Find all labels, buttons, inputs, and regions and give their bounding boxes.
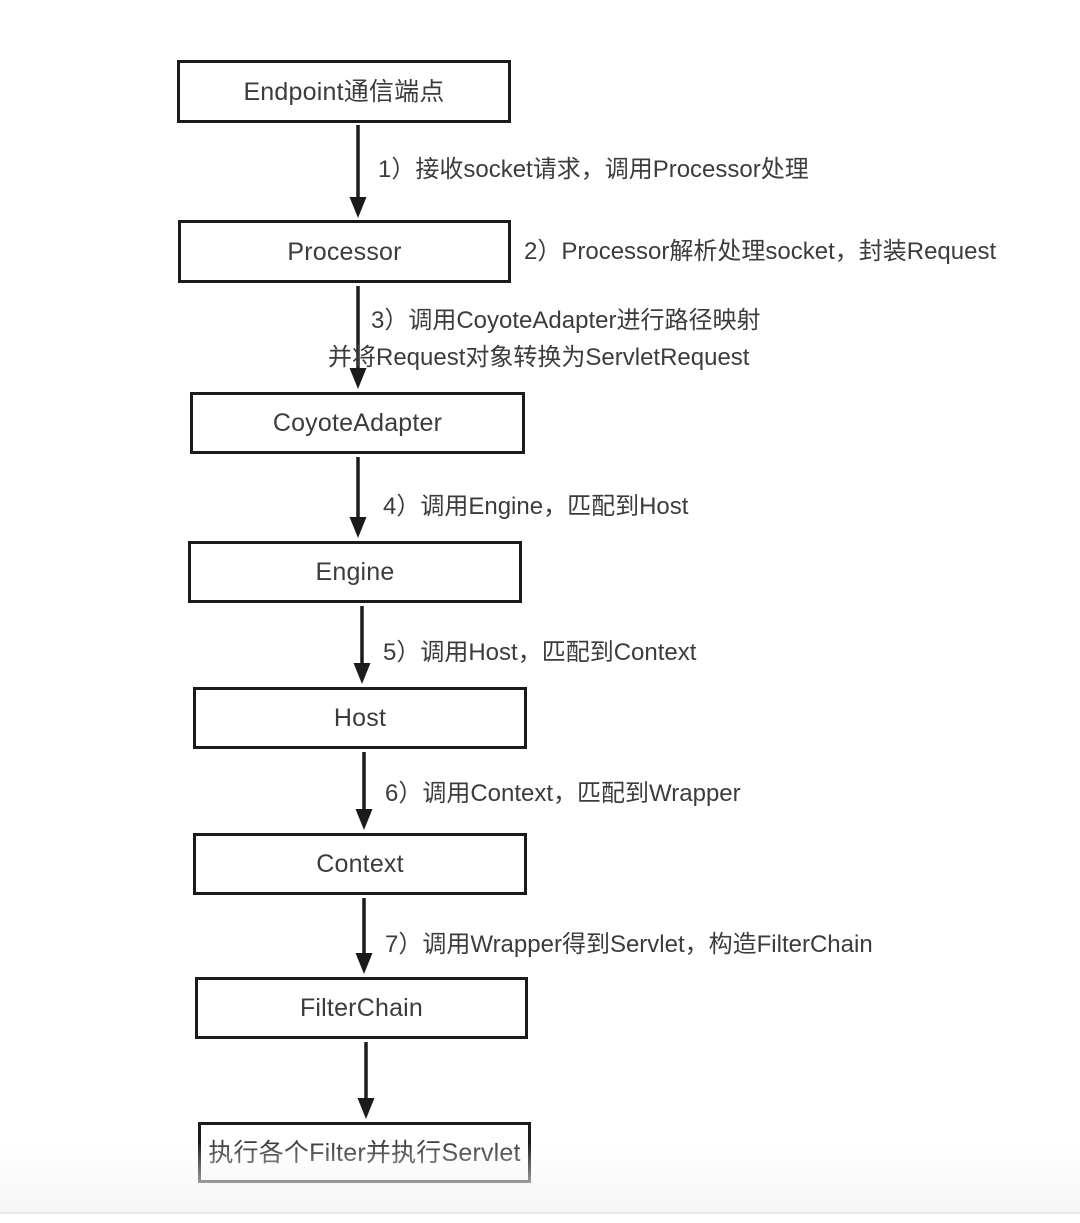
- node-coyoteadapter: CoyoteAdapter: [190, 392, 525, 454]
- arrow-coyoteadapter-to-engine: [345, 457, 371, 539]
- node-label-execute-filters: 执行各个Filter并执行Servlet: [208, 1138, 521, 1167]
- page-bottom-separator: [0, 1212, 1080, 1214]
- edge-label-step-3-line-1: 3）调用CoyoteAdapter进行路径映射: [371, 307, 761, 334]
- arrow-context-to-filterchain: [351, 898, 377, 975]
- node-label-coyoteadapter: CoyoteAdapter: [272, 409, 443, 437]
- edge-label-step-7: 7）调用Wrapper得到Servlet，构造FilterChain: [385, 927, 873, 963]
- edge-label-step-7-line-1: 7）调用Wrapper得到Servlet，构造FilterChain: [385, 931, 873, 958]
- node-execute-filters: 执行各个Filter并执行Servlet: [198, 1122, 531, 1183]
- arrow-processor-to-coyoteadapter: [345, 286, 371, 390]
- node-label-engine: Engine: [315, 558, 395, 586]
- node-engine: Engine: [188, 541, 522, 603]
- node-label-context: Context: [316, 850, 404, 878]
- arrow-engine-to-host: [349, 606, 375, 685]
- edge-label-step-4-line-1: 4）调用Engine，匹配到Host: [383, 493, 689, 520]
- side-note-step-2: 2）Processor解析处理socket，封装Request: [524, 234, 996, 270]
- edge-label-step-5-line-1: 5）调用Host，匹配到Context: [383, 639, 697, 666]
- node-processor: Processor: [178, 220, 511, 283]
- node-label-filterchain: FilterChain: [299, 994, 424, 1022]
- node-endpoint: Endpoint通信端点: [177, 60, 511, 123]
- node-filterchain: FilterChain: [195, 977, 528, 1039]
- arrow-filterchain-to-execute-filters: [353, 1042, 379, 1120]
- node-host: Host: [193, 687, 527, 749]
- node-label-processor: Processor: [287, 237, 402, 266]
- edge-label-step-1-line-1: 1）接收socket请求，调用Processor处理: [378, 156, 809, 183]
- edge-label-step-3-line-2: 并将Request对象转换为ServletRequest: [328, 344, 750, 371]
- edge-label-step-4: 4）调用Engine，匹配到Host: [383, 489, 688, 525]
- node-context: Context: [193, 833, 527, 895]
- node-label-endpoint: Endpoint通信端点: [243, 77, 445, 106]
- edge-label-step-3: 3）调用CoyoteAdapter进行路径映射 并将Request对象转换为Se…: [328, 302, 761, 376]
- side-note-step-2-line-1: 2）Processor解析处理socket，封装Request: [524, 238, 997, 265]
- edge-label-step-1: 1）接收socket请求，调用Processor处理: [378, 152, 809, 188]
- edge-label-step-5: 5）调用Host，匹配到Context: [383, 635, 696, 671]
- node-label-host: Host: [333, 704, 387, 732]
- edge-label-step-6: 6）调用Context，匹配到Wrapper: [385, 776, 741, 812]
- arrow-host-to-context: [351, 752, 377, 831]
- arrow-endpoint-to-processor: [345, 125, 371, 219]
- page-bottom-shade: [0, 1142, 1080, 1212]
- edge-label-step-6-line-1: 6）调用Context，匹配到Wrapper: [385, 780, 741, 807]
